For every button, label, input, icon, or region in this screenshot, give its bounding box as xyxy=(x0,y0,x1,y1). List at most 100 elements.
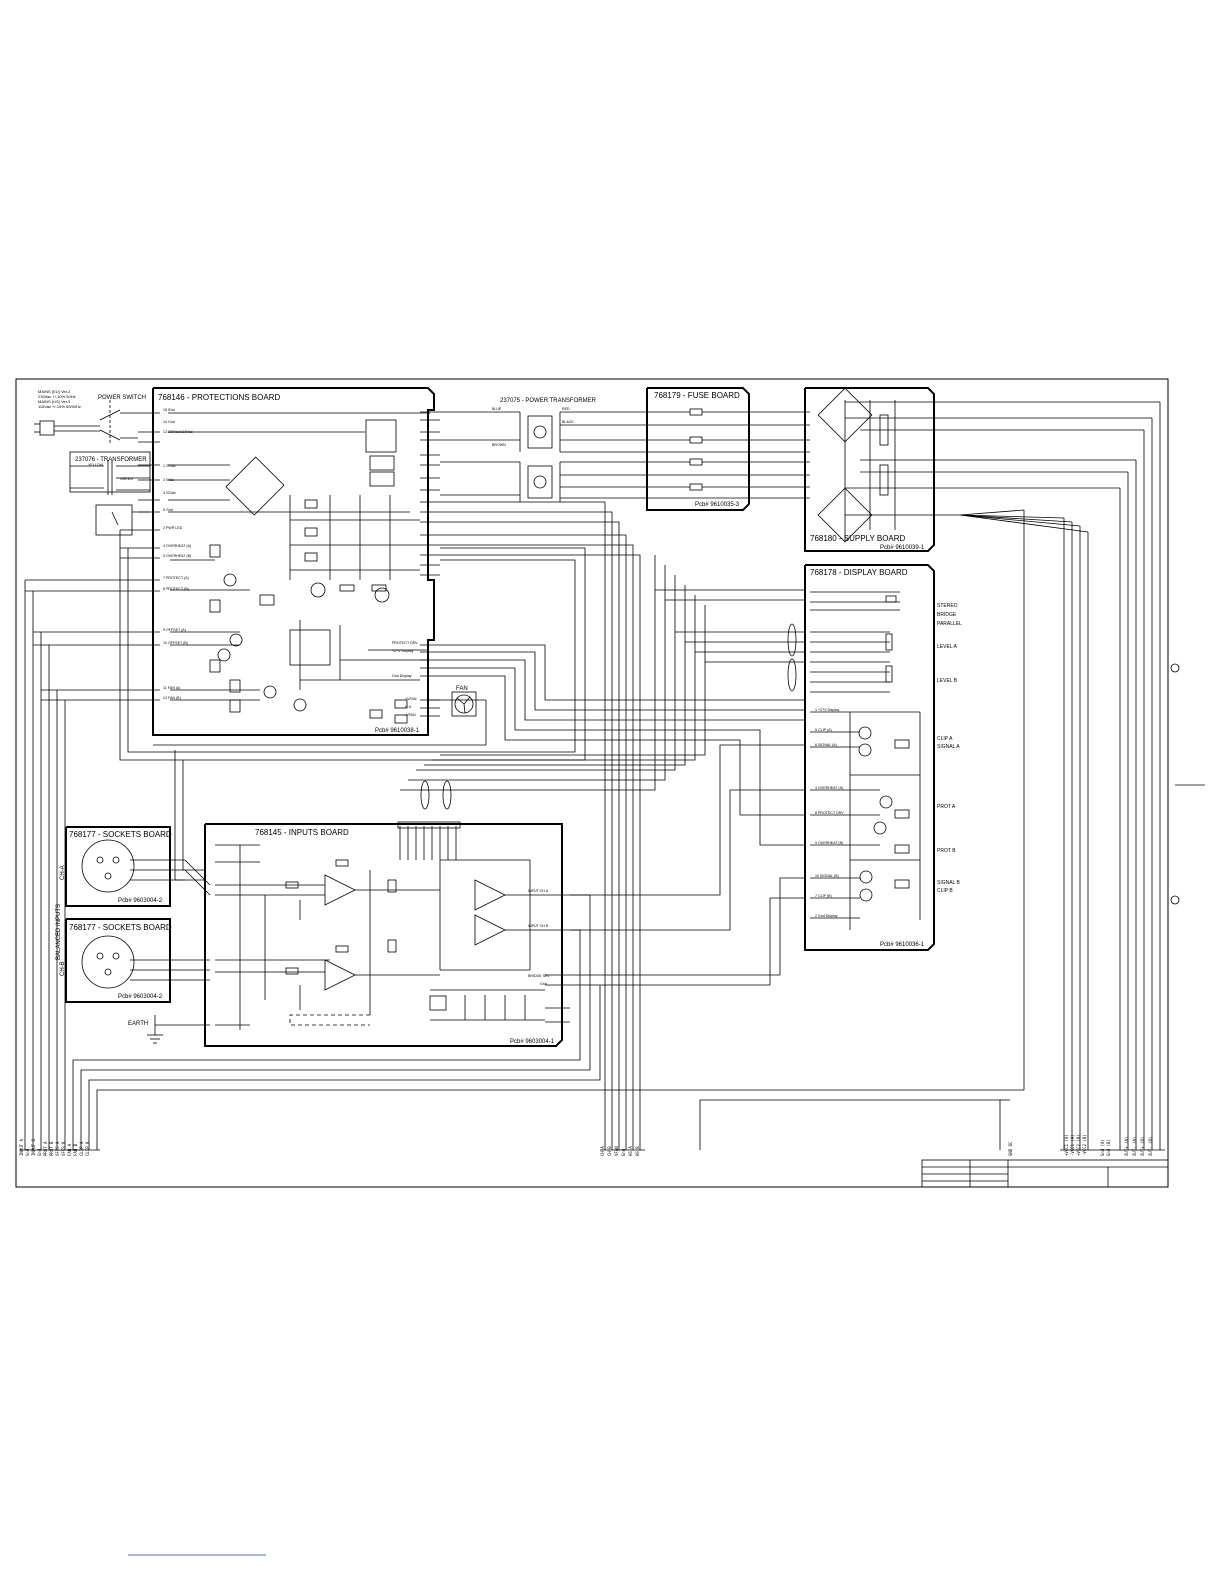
protections-left-connectors xyxy=(25,412,160,701)
inputs-pin-label: Gnd xyxy=(540,982,547,986)
small-transformer xyxy=(69,451,151,495)
registration-mark xyxy=(1170,895,1180,905)
prot-pin-label: 12 FAN (B) xyxy=(163,696,181,700)
fuse-board-circuitry xyxy=(650,408,810,499)
bottom-terminal-label: OFFS B xyxy=(61,1141,66,1156)
sockets-a-pcb: Pcb# 9603004-2 xyxy=(118,898,163,904)
prot-pin-label: 9 OFFSET (A) xyxy=(163,628,186,632)
sockets-b-title: 768177 - SOCKETS BOARD xyxy=(69,923,172,932)
wire-color-label: GREEN xyxy=(120,477,133,481)
inputs-pin-label: BRIDGE SEL xyxy=(528,974,550,978)
bottom-terminal-label: GND DC xyxy=(1008,1141,1013,1156)
bottom-terminal-label: FAN A xyxy=(67,1143,72,1156)
display-pin-label: 7 CLIP (B) xyxy=(815,894,832,898)
bottom-terminal-label: +VCC2 (B) xyxy=(1076,1134,1081,1156)
display-pin-label: 8 PROTECT DRV xyxy=(815,811,844,815)
display-board-pcb: Pcb# 9610036-1 xyxy=(880,942,925,948)
bottom-terminal-label: OFFS A xyxy=(55,1141,60,1156)
display-label-bridge: BRIDGE xyxy=(937,612,957,618)
wire-color-label: RED xyxy=(562,407,570,411)
bottom-terminal-label: PROT A xyxy=(43,1141,48,1156)
bottom-terminal-label: HS B xyxy=(635,1146,640,1156)
drawing-frame xyxy=(15,378,1169,1188)
title-block xyxy=(921,1159,1169,1188)
display-label-stereo: STEREO xyxy=(937,603,958,609)
prot-pin-label: 14 Gnd xyxy=(163,420,175,424)
bottom-terminal-label: INPUT B xyxy=(31,1139,36,1156)
display-pin-label: 5 CLIP (A) xyxy=(815,728,832,732)
registration-mark xyxy=(1170,663,1180,673)
fuse-board-outline xyxy=(646,387,750,511)
bottom-terminal-label: OUT- (A) xyxy=(1132,1137,1137,1156)
supply-board-title: 768180 - SUPPLY BOARD xyxy=(810,534,906,543)
prot-pin-label: 5 OVERHEAT (B) xyxy=(163,554,191,558)
left-bus-wiring xyxy=(24,530,1024,1150)
fuse-board-pcb: Pcb# 9610035-3 xyxy=(695,502,740,508)
bottom-terminal-label: VFAN xyxy=(614,1146,619,1156)
protections-right-connectors xyxy=(420,411,440,717)
bottom-terminal-label: FAN B xyxy=(73,1143,78,1156)
power-transformer xyxy=(440,411,650,502)
prot-pin-label: 8 PROTECT (B) xyxy=(163,587,189,591)
display-label-level-a: LEVEL A xyxy=(937,644,957,650)
bottom-terminal-label: Gnd (B) xyxy=(1106,1139,1111,1156)
display-label-prot-a: PROT A xyxy=(937,804,956,810)
prot-right-pin-label: PROTECT DRV xyxy=(392,641,418,645)
bottom-terminal-label: OUT+ (A) xyxy=(1124,1137,1129,1156)
ch-a-label: CH-A xyxy=(60,865,66,880)
display-pin-label: 6 SIGNAL (A) xyxy=(815,743,837,747)
supply-outputs xyxy=(930,401,1161,1150)
supply-board-pcb: Pcb# 9610039-1 xyxy=(880,545,925,551)
power-switch-label: POWER SWITCH xyxy=(98,395,146,401)
mains-plug xyxy=(34,400,138,445)
display-pin-label: 4 OVERHEAT (A) xyxy=(815,786,843,790)
display-label-clip-a: CLIP A xyxy=(937,736,953,742)
bottom-terminal-label: INPUT A xyxy=(19,1139,24,1156)
bottom-terminal-label: CH-A xyxy=(600,1146,605,1156)
display-board-outline xyxy=(804,564,935,951)
bottom-terminal-label: Gnd (A) xyxy=(1100,1139,1105,1156)
mains-line-2: 230Vac +/-10% 50Hz xyxy=(38,394,76,399)
inputs-board-title: 768145 - INPUTS BOARD xyxy=(255,828,349,837)
display-label-parallel: PARALLEL xyxy=(937,621,962,627)
protections-board-title: 768146 - PROTECTIONS BOARD xyxy=(158,393,280,402)
inputs-board-circuitry xyxy=(215,780,570,1030)
mains-line-4: 115Vac +/-15% 60/50Hz xyxy=(38,404,81,409)
display-pin-label: 9 OVERHEAT (B) xyxy=(815,841,843,845)
prot-right-pin-label: +VFAN xyxy=(405,697,417,701)
thermal-switch xyxy=(95,504,133,536)
prot-pin-label: 3 22Vac xyxy=(163,491,176,495)
bottom-terminal-label: CH-B xyxy=(607,1146,612,1156)
bottom-terminal-label: OUT+ (B) xyxy=(1140,1137,1145,1156)
prot-pin-label: 13 230Vac/115Vac xyxy=(163,430,193,434)
center-bus-wiring xyxy=(400,501,1010,1150)
display-label-prot-b: PROT B xyxy=(937,848,956,854)
wire-color-label: BROWN xyxy=(492,443,506,447)
bottom-terminal-label: PROT B xyxy=(49,1141,54,1156)
bottom-terminal-label: Gnd xyxy=(37,1148,42,1156)
display-label-signal-b: SIGNAL B xyxy=(937,880,961,886)
xlr-socket-a xyxy=(81,839,135,893)
prot-pin-label: 1 22Vac xyxy=(163,464,176,468)
wire-color-label: BLUE xyxy=(492,407,502,411)
bottom-terminal-label: HS A xyxy=(628,1146,633,1156)
prot-pin-label: 4 OVERHEAT (A) xyxy=(163,544,191,548)
earth-symbol xyxy=(147,1015,210,1044)
display-label-level-b: LEVEL B xyxy=(937,678,958,684)
bottom-terminal-label: CLIP B xyxy=(85,1141,90,1156)
inputs-board-pcb: Pcb# 9603004-1 xyxy=(510,1039,555,1045)
display-label-clip-b: CLIP B xyxy=(937,888,953,894)
prot-pin-label: 2 PWR LED xyxy=(163,526,183,530)
xlr-socket-b xyxy=(81,935,135,989)
ch-b-label: CH-B xyxy=(60,961,66,976)
prot-pin-label: 5 Gnd xyxy=(163,508,173,512)
wire-color-label: YELLOW xyxy=(88,463,104,467)
mains-line-1: MAINS (EU) Ver.2 xyxy=(38,389,71,394)
prot-right-pin-label: +27V Display xyxy=(392,649,413,653)
protections-board-pcb: Pcb# 9610038-1 xyxy=(375,728,420,734)
bottom-terminal-label: CLIP A xyxy=(79,1141,84,1156)
wire-color-label: BLACK xyxy=(562,420,574,424)
display-board-title: 768178 - DISPLAY BOARD xyxy=(810,568,908,577)
prot-pin-label: 15 IDcc xyxy=(163,408,175,412)
bottom-terminal-label: -VCC2 (B) xyxy=(1082,1134,1087,1156)
